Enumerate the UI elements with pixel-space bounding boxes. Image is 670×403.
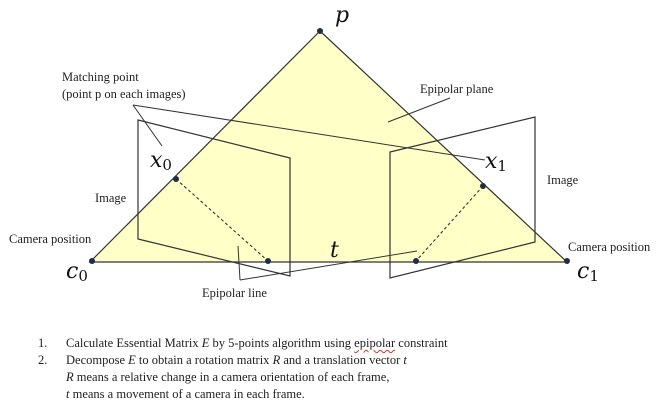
label-p: p	[335, 3, 349, 28]
label-matching-point-line1: Matching point	[62, 70, 139, 84]
step-2-text: Decompose E to obtain a rotation matrix …	[66, 353, 407, 367]
matching-point-leader-a	[132, 104, 163, 147]
epipole-left	[265, 258, 271, 264]
epipole-right	[413, 258, 419, 264]
right-image-frame	[389, 116, 536, 279]
note-rotation: R means a relative change in a camera or…	[66, 370, 390, 384]
label-epipolar-line: Epipolar line	[202, 286, 267, 300]
step-2-number: 2.	[38, 353, 48, 367]
right-epipolar-line	[415, 185, 484, 262]
point-x1	[480, 183, 486, 189]
epipolar-line-leader-a	[237, 245, 241, 281]
label-c1: c1	[577, 259, 599, 285]
step-2: 2. Decompose E to obtain a rotation matr…	[38, 352, 658, 369]
label-camera-position-left: Camera position	[9, 232, 92, 246]
epipolar-line-leader-b	[239, 250, 418, 281]
label-camera-position-right: Camera position	[568, 240, 651, 254]
step-1-text: Calculate Essential Matrix E by 5-points…	[66, 336, 448, 350]
note-translation: t means a movement of a camera in each f…	[66, 387, 305, 401]
epipolar-plane-triangle	[88, 30, 569, 263]
matching-point-leader-b	[132, 104, 486, 161]
point-x0	[173, 176, 179, 182]
camera-center-c0	[89, 258, 95, 264]
label-x0: x0	[150, 148, 172, 174]
camera-center-c1	[564, 258, 570, 264]
algorithm-steps: 1. Calculate Essential Matrix E by 5-poi…	[38, 335, 658, 403]
step-1-number: 1.	[38, 336, 48, 350]
step-1: 1. Calculate Essential Matrix E by 5-poi…	[38, 335, 658, 352]
epipolar-plane-leader	[387, 97, 451, 123]
point-p	[317, 28, 323, 34]
label-t: t	[330, 238, 339, 263]
left-epipolar-line	[175, 178, 269, 262]
label-x1: x1	[485, 149, 507, 175]
label-image-right: Image	[547, 173, 579, 187]
left-image-frame	[137, 119, 291, 277]
label-matching-point-line2: (point p on each images)	[62, 87, 186, 101]
label-image-left: Image	[95, 191, 127, 205]
epipolar-geometry-diagram: p x0 x1 t c0 c1 Matching point (point p …	[9, 3, 651, 300]
label-epipolar-plane: Epipolar plane	[420, 82, 494, 96]
label-c0: c0	[66, 259, 88, 285]
